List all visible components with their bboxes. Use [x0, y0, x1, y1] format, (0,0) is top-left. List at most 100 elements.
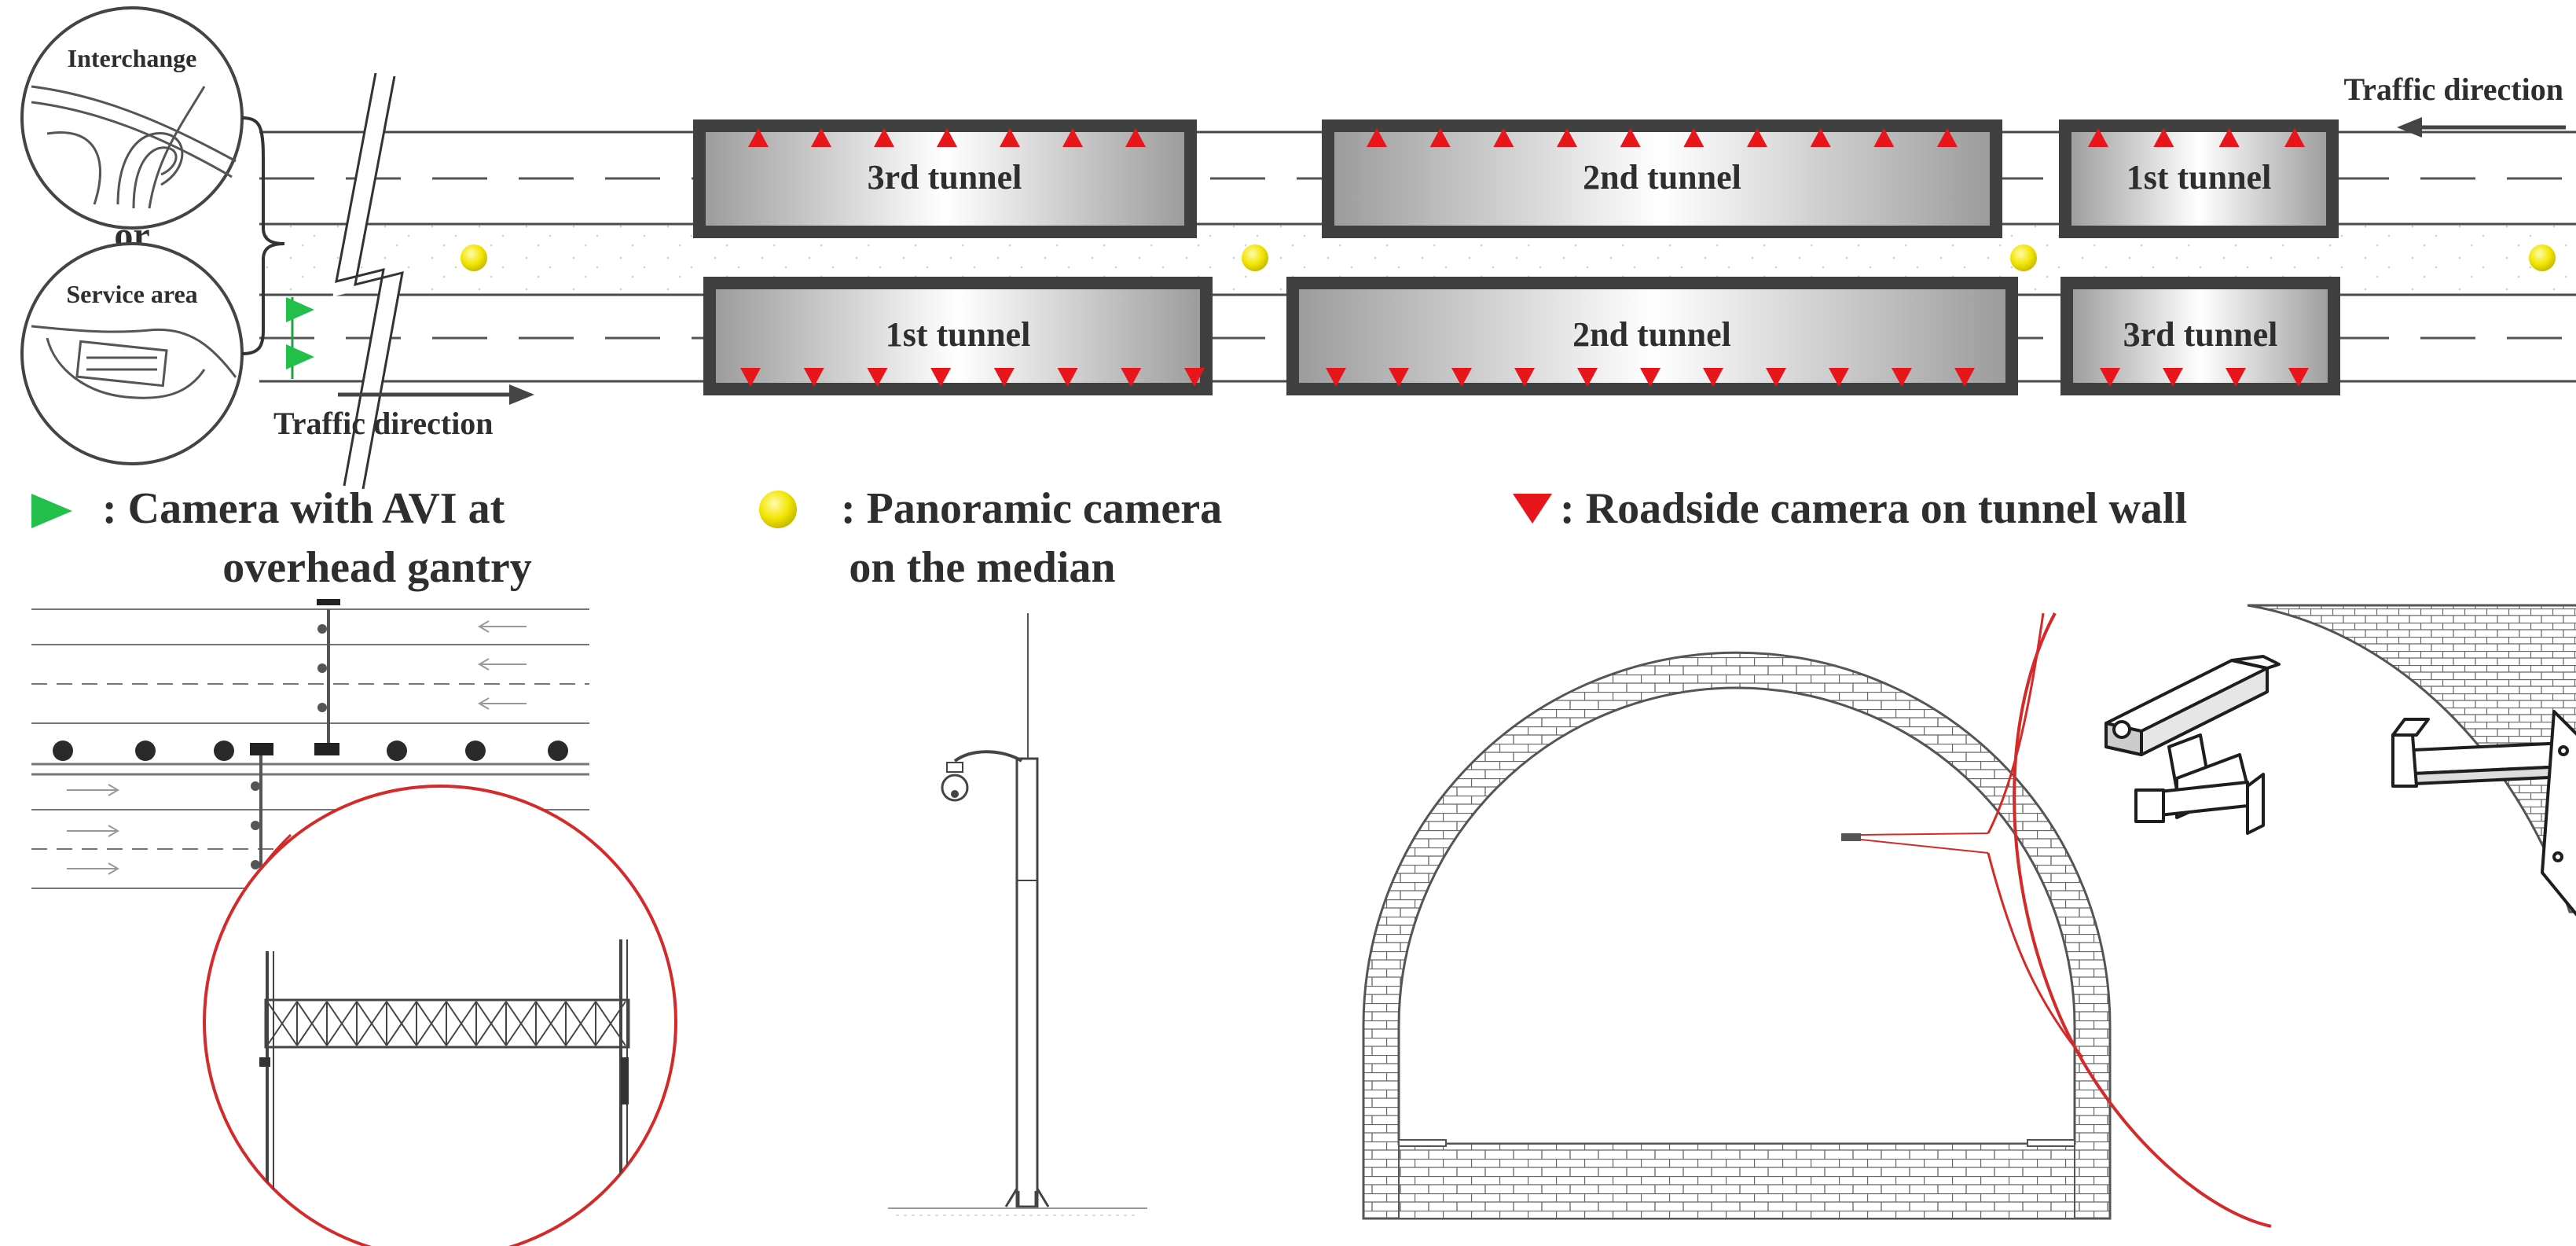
roadside-camera-icon: [993, 368, 1015, 387]
gantry-zoom-circle: [203, 785, 677, 1246]
gantry-cameras: [286, 297, 314, 379]
tunnel-label: 3rd tunnel: [868, 158, 1022, 197]
arrow-right-icon: [509, 384, 534, 405]
traffic-direction-label: Traffic direction: [2343, 72, 2563, 107]
camera-row: [1367, 128, 1958, 147]
median-shrubs: [53, 741, 568, 761]
roadside-camera-device: [2104, 655, 2576, 917]
lower-tunnel-3rd: 3rd tunnel: [2060, 277, 2340, 395]
wall-camera-marker: [1841, 833, 1861, 841]
roadside-camera-icon: [1514, 368, 1535, 387]
interchange-icon: [31, 85, 237, 209]
legend-panoramic-line1: : Panoramic camera: [841, 484, 1222, 533]
roadside-camera-icon: [1703, 368, 1723, 387]
truss-segment: [326, 1001, 358, 1046]
camera-row: [2088, 128, 2305, 147]
gantry-detail: [31, 599, 677, 1246]
tunnel-label: 1st tunnel: [886, 315, 1031, 354]
inset-brace: [241, 116, 285, 355]
avi-camera-icon: [31, 494, 72, 528]
truss-segment: [296, 1001, 328, 1046]
arrow-left-icon: [2397, 117, 2422, 138]
lower-tunnel-1st: 1st tunnel: [703, 277, 1213, 395]
roadside-camera-icon: [1367, 128, 1387, 147]
legend-avi-line2: overhead gantry: [222, 543, 532, 592]
service-area-inset: [20, 242, 244, 465]
camera-row: [2100, 368, 2309, 387]
panoramic-camera-icon: [461, 244, 487, 271]
truss-segment: [416, 1001, 447, 1046]
legend-avi-line1: : Camera with AVI at: [102, 484, 505, 533]
roadside-camera-icon: [1513, 494, 1552, 524]
roadside-camera-icon: [1829, 368, 1849, 387]
roadside-camera-icon: [1640, 368, 1660, 387]
upper-tunnel-3rd: 3rd tunnel: [693, 119, 1197, 238]
roadside-camera-icon: [1493, 128, 1514, 147]
truss-segment: [595, 1001, 626, 1046]
pole-shaft: [1015, 757, 1039, 1208]
roadside-camera-icon: [2153, 128, 2174, 147]
dome-camera: [941, 774, 969, 802]
tunnel-opening: [1397, 686, 2076, 1145]
tunnel-cross-section: [1362, 612, 2112, 1220]
legend-roadside-line1: : Roadside camera on tunnel wall: [1560, 484, 2187, 533]
roadside-camera-icon: [1577, 368, 1598, 387]
callout-line: [1860, 833, 1989, 854]
roadside-camera-icon: [2288, 368, 2309, 387]
camera-row: [1326, 368, 1975, 387]
roadside-camera-icon: [1326, 368, 1346, 387]
roadside-camera-icon: [1429, 128, 1451, 147]
roadside-camera-icon: [1062, 128, 1083, 147]
camera-row: [740, 368, 1205, 387]
truss-segment: [505, 1001, 537, 1046]
pole-base: [1004, 1188, 1050, 1207]
roadside-camera-icon: [1747, 128, 1767, 147]
panoramic-pole-detail: [888, 613, 1147, 1216]
roadside-camera-icon: [2218, 128, 2240, 147]
roadside-camera-zoom: [2013, 604, 2576, 1228]
roadside-camera-icon: [1057, 368, 1078, 387]
roadside-camera-icon: [1683, 128, 1704, 147]
roadside-camera-icon: [867, 368, 888, 387]
roadside-camera-icon: [2163, 368, 2183, 387]
highway-strip: 3rd tunnel 2nd tunnel 1st tunnel 1st tun…: [259, 72, 2576, 490]
roadside-camera-icon: [2088, 128, 2108, 147]
service-area-icon: [31, 325, 237, 399]
tunnel-label: 2nd tunnel: [1583, 158, 1741, 197]
entry-insets: Interchange or Service area: [20, 6, 285, 465]
roadside-camera-icon: [937, 128, 957, 147]
roadside-camera-icon: [2284, 128, 2305, 147]
roadside-camera-icon: [874, 128, 894, 147]
panoramic-camera-icon: [2010, 244, 2037, 271]
roadside-camera-icon: [2226, 368, 2246, 387]
panoramic-camera-icon: [1242, 244, 1268, 271]
roadside-camera-icon: [1184, 368, 1205, 387]
zoom-arc: [2013, 612, 2272, 1228]
legend-panoramic-line2: on the median: [849, 543, 1115, 592]
road-break-symbol: [332, 72, 406, 490]
roadside-camera-icon: [811, 128, 831, 147]
interchange-label: Interchange: [68, 44, 197, 72]
service-area-label: Service area: [66, 280, 197, 308]
tunnel-label: 1st tunnel: [2126, 158, 2272, 197]
interchange-inset: [20, 6, 244, 230]
truss-segment: [535, 1001, 567, 1046]
roadside-camera-icon: [748, 128, 769, 147]
lower-tunnel-2nd: 2nd tunnel: [1286, 277, 2018, 395]
roadside-camera-icon: [2100, 368, 2120, 387]
roadside-camera-icon: [1766, 368, 1786, 387]
camera-arm: [953, 750, 1023, 763]
median-cameras: [461, 244, 2556, 271]
traffic-direction-lower: Traffic direction: [273, 384, 534, 441]
traffic-direction-label: Traffic direction: [273, 406, 494, 441]
roadside-camera-icon: [1873, 128, 1895, 147]
roadside-camera-icon: [740, 368, 761, 387]
panoramic-camera-icon: [759, 491, 797, 528]
avi-camera-icon: [286, 297, 314, 322]
truss-segment: [266, 1001, 298, 1046]
panoramic-camera-icon: [2529, 244, 2556, 271]
truss-segment: [446, 1001, 477, 1046]
truss-segment: [386, 1001, 417, 1046]
roadside-camera-icon: [930, 368, 952, 387]
